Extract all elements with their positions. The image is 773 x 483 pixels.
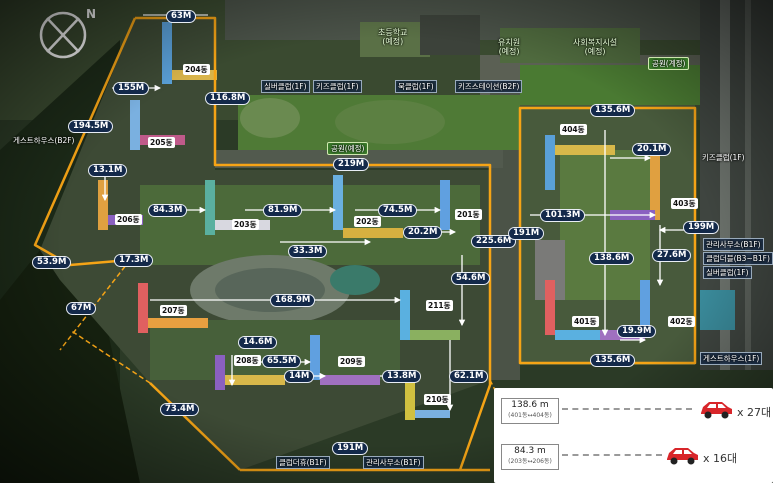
legend-row: 84.3 m (203동↔206동) x 16대: [494, 438, 773, 478]
building-label: 210동: [424, 394, 451, 405]
distance-label: 65.5M: [262, 355, 302, 368]
distance-label: 116.8M: [205, 92, 251, 105]
car-icon: [667, 448, 698, 465]
distance-label: 74.5M: [378, 204, 418, 217]
distance-label: 199M: [683, 221, 720, 234]
distance-label: 63M: [166, 10, 197, 23]
distance-label: 135.6M: [590, 354, 636, 367]
distance-label: 33.3M: [288, 245, 328, 258]
distance-label: 219M: [333, 158, 370, 171]
legend-distance-box: 84.3 m (203동↔206동): [501, 444, 559, 470]
building-label: 207동: [160, 305, 187, 316]
facility-label: 관리사무소(B1F): [703, 238, 764, 251]
building-label: 204동: [183, 64, 210, 75]
legend-multiplier: x 16대: [703, 450, 737, 466]
distance-label: 81.9M: [263, 204, 303, 217]
distance-label: 19.9M: [617, 325, 657, 338]
building-label: 201동: [455, 209, 482, 220]
legend-distance-box: 138.6 m (401동↔404동): [501, 398, 559, 424]
facility-label: 키즈스테이션(B2F): [455, 80, 523, 93]
distance-label: 20.1M: [632, 143, 672, 156]
distance-label: 20.2M: [403, 226, 443, 239]
facility-label: 게스트하우스(B2F): [13, 136, 75, 145]
legend-car-count: 16대: [713, 452, 738, 465]
facility-label: 키즈클럽(1F): [313, 80, 362, 93]
facility-label: 게스트하우스(1F): [700, 352, 763, 365]
facility-label: 북클럽(1F): [395, 80, 437, 93]
building-label: 205동: [148, 137, 175, 148]
legend-times: x: [703, 452, 710, 465]
building-label: 203동: [232, 219, 259, 230]
building-label: 401동: [572, 316, 599, 327]
distance-label: 84.3M: [148, 204, 188, 217]
distance-label: 14M: [284, 370, 315, 383]
facility-label: 클럽더휴(B1F): [276, 456, 330, 469]
facility-label: 실버클럽(1F): [261, 80, 310, 93]
distance-label: 53.9M: [32, 256, 72, 269]
building-label: 403동: [671, 198, 698, 209]
building-label: 202동: [354, 216, 381, 227]
distance-label: 13.1M: [88, 164, 128, 177]
building-label: 209동: [338, 356, 365, 367]
distance-label: 13.8M: [382, 370, 422, 383]
facility-label: 공원(계정): [648, 57, 690, 70]
legend-distance: 138.6 m: [511, 400, 549, 410]
distance-label: 138.6M: [589, 252, 635, 265]
distance-label: 54.6M: [451, 272, 491, 285]
building-label: 402동: [668, 316, 695, 327]
legend-dash-line: [562, 454, 662, 456]
distance-label: 225.6M: [471, 235, 517, 248]
car-icon: [701, 402, 732, 419]
legend-distance-note: (203동↔206동): [508, 458, 552, 465]
facility-label: 초등학교 (예정): [378, 28, 408, 46]
legend-distance: 84.3 m: [514, 446, 546, 456]
building-label: 404동: [560, 124, 587, 135]
facility-label: 사회복지시설 (예정): [573, 38, 618, 56]
distance-label: 191M: [332, 442, 369, 455]
legend-row: 138.6 m (401동↔404동) x 27대: [494, 392, 773, 432]
facility-label: 유치원 (예정): [498, 38, 521, 56]
facility-label: 공원(예정): [327, 142, 369, 155]
distance-label: 101.3M: [540, 209, 586, 222]
distance-label: 135.6M: [590, 104, 636, 117]
facility-label: 실버클럽(1F): [703, 266, 752, 279]
legend-car-count: 27대: [747, 406, 772, 419]
distance-label: 168.9M: [270, 294, 316, 307]
building-label: 211동: [426, 300, 453, 311]
distance-label: 194.5M: [68, 120, 114, 133]
building-label: 206동: [115, 214, 142, 225]
distance-label: 73.4M: [160, 403, 200, 416]
facility-label: 클럽더블(B3~B1F): [703, 252, 773, 265]
distance-label: 191M: [508, 227, 545, 240]
distance-legend: 138.6 m (401동↔404동) x 27대 84.3 m (203동↔2…: [494, 388, 773, 483]
distance-label: 14.6M: [238, 336, 278, 349]
facility-label: 관리사무소(B1F): [363, 456, 424, 469]
distance-label: 17.3M: [114, 254, 154, 267]
legend-distance-note: (401동↔404동): [508, 412, 552, 419]
legend-dash-line: [562, 408, 692, 410]
distance-label: 62.1M: [449, 370, 489, 383]
distance-label: 27.6M: [652, 249, 692, 262]
distance-label: 155M: [113, 82, 150, 95]
legend-times: x: [737, 406, 744, 419]
building-label: 208동: [234, 355, 261, 366]
facility-label: 키즈클럽(1F): [702, 153, 745, 162]
legend-multiplier: x 27대: [737, 404, 771, 420]
distance-label: 67M: [66, 302, 97, 315]
